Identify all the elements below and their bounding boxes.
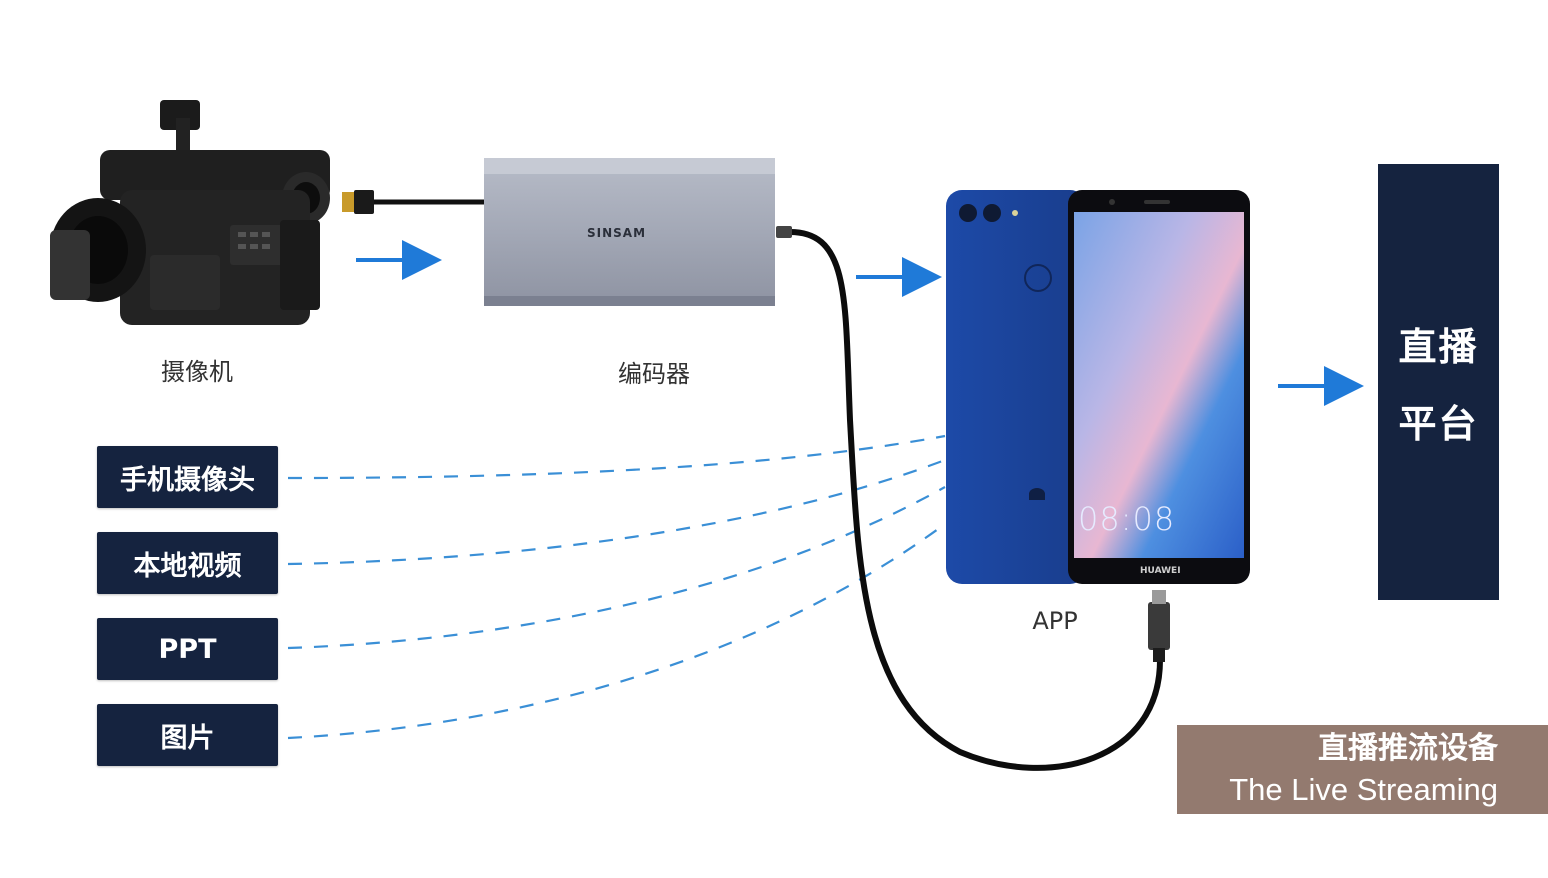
huawei-logo-icon <box>1029 488 1045 500</box>
phone-caption: APP <box>1032 607 1078 635</box>
source-local-video: 本地视频 <box>97 532 278 594</box>
platform-line1: 直播 <box>1398 325 1479 369</box>
source-phone-camera: 手机摄像头 <box>97 446 278 508</box>
badge-title-cn: 直播推流设备 <box>1318 731 1498 766</box>
encoder-brand-label: SINSAM <box>587 226 647 240</box>
phone-clock: 08:08 <box>1078 500 1176 538</box>
source-image: 图片 <box>97 704 278 766</box>
phone-brand: HUAWEI <box>1140 566 1181 576</box>
source-dashed-lines <box>287 434 946 740</box>
camera-caption: 摄像机 <box>161 358 233 386</box>
platform-line2: 平台 <box>1398 402 1479 446</box>
live-platform-box: 直播 平台 <box>1378 164 1499 600</box>
usb-c-cable <box>776 226 1170 771</box>
video-camera-icon <box>50 100 330 325</box>
product-badge: 直播推流设备 The Live Streaming <box>1177 725 1548 814</box>
encoder-caption: 编码器 <box>618 360 690 388</box>
smartphone-icon <box>946 190 1250 584</box>
encoder-box-icon <box>484 158 775 306</box>
source-ppt: PPT <box>97 618 278 680</box>
hdmi-cable <box>342 190 486 214</box>
badge-title-en: The Live Streaming <box>1229 772 1498 807</box>
